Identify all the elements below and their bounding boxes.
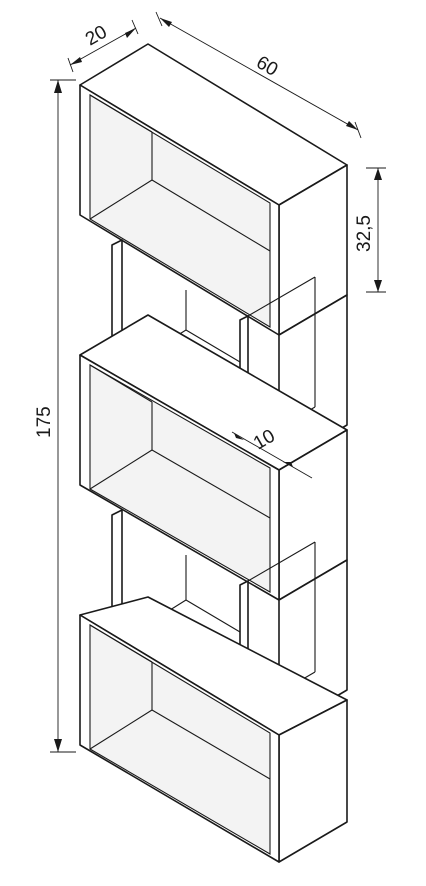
dimension-width-label: 60 <box>253 52 282 81</box>
shelf-box-3 <box>79 596 348 863</box>
shelf-structure <box>79 43 348 863</box>
shelf-box-2 <box>79 314 348 601</box>
shelf-box-1 <box>79 43 348 336</box>
dimension-compartment-height: 32,5 <box>354 167 386 293</box>
dimension-depth-label: 20 <box>82 22 111 51</box>
dimension-compartment-height-label: 32,5 <box>354 215 375 252</box>
dimension-total-height: 175 <box>34 79 76 753</box>
dimension-total-height-label: 175 <box>34 406 55 438</box>
